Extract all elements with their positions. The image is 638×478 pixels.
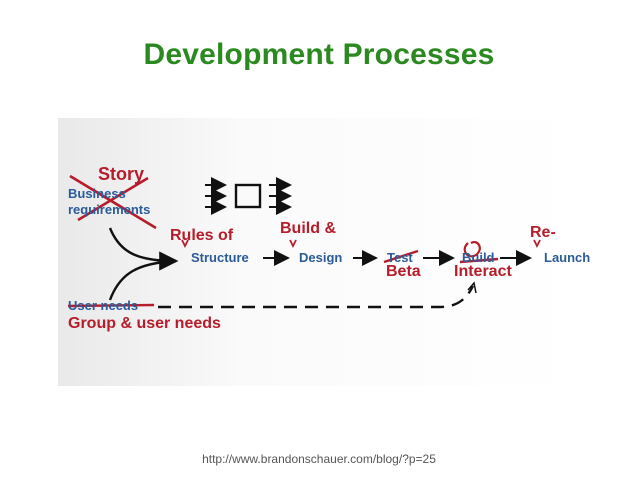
scribble-circle bbox=[463, 241, 481, 258]
design-label: Design bbox=[299, 250, 343, 265]
input-output-icon bbox=[205, 177, 292, 215]
strike-build bbox=[459, 257, 499, 264]
requirements-label: requirements bbox=[68, 202, 151, 217]
caret-rules bbox=[181, 239, 189, 249]
caret-build-and bbox=[289, 239, 297, 249]
strike-test bbox=[383, 249, 419, 264]
build-and-label: Build & bbox=[280, 220, 336, 237]
cross-out-business-1 bbox=[69, 174, 157, 230]
beta-label: Beta bbox=[386, 263, 421, 280]
interact-label: Interact bbox=[454, 263, 512, 280]
dashed-feedback-line bbox=[158, 285, 475, 309]
source-credit: http://www.brandonschauer.com/blog/?p=25 bbox=[202, 452, 436, 466]
diagram-background bbox=[58, 118, 582, 386]
user-needs-label: User needs bbox=[68, 298, 139, 313]
build-label: Build bbox=[462, 250, 495, 265]
strike-user-needs bbox=[67, 303, 155, 308]
cross-out-business-2 bbox=[77, 176, 149, 222]
rules-of-label: Rules of bbox=[170, 227, 234, 244]
dashed-feedback-arrowhead bbox=[467, 281, 477, 294]
group-user-needs-label: Group & user needs bbox=[68, 315, 221, 332]
caret-re bbox=[533, 239, 541, 249]
arrow-userneeds-to-structure bbox=[108, 259, 177, 301]
re-label: Re- bbox=[530, 224, 556, 241]
slide-title: Development Processes bbox=[143, 38, 495, 71]
test-label: Test bbox=[387, 250, 413, 265]
story-label: Story bbox=[98, 164, 145, 184]
business-label: Business bbox=[68, 186, 126, 201]
process-diagram: Story Business requirements User needs G… bbox=[58, 118, 590, 386]
launch-label: Launch bbox=[544, 250, 591, 265]
structure-label: Structure bbox=[191, 250, 249, 265]
diagram-canvas bbox=[58, 118, 582, 386]
